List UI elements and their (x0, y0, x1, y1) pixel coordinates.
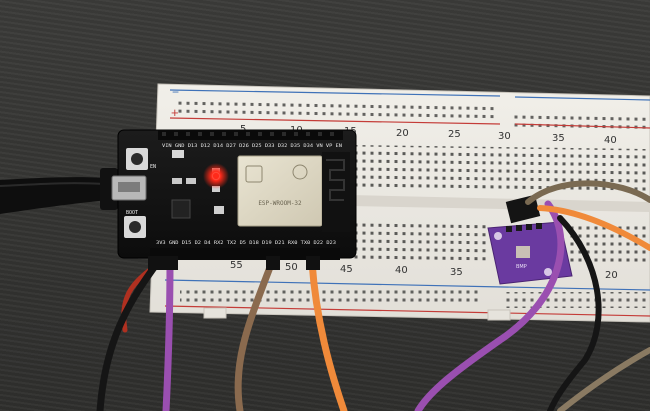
bb-bottom-number: 45 (340, 264, 353, 275)
top-pin-labels: VIN GND D13 D12 D14 D27 D26 D25 D33 D32 … (162, 143, 342, 149)
bb-top-number: 25 (448, 129, 461, 140)
en-button (131, 153, 143, 165)
bb-bottom-number: 40 (395, 265, 408, 276)
boot-button (129, 221, 141, 233)
jumper-wires (96, 180, 650, 411)
bb-top-number: 35 (552, 133, 565, 144)
boot-button-label: BOOT (126, 210, 138, 216)
bb-bottom-number: 35 (450, 267, 463, 278)
rail-minus-symbol: − (172, 85, 179, 99)
bb-bottom-number: 20 (605, 270, 618, 281)
bb-top-number: 20 (396, 128, 409, 139)
bb-bottom-number: 50 (285, 262, 298, 273)
sensor-label: BMP (516, 264, 527, 270)
usb-cable (0, 168, 118, 214)
esp32-board: ESP-WROOM-32 (111, 129, 357, 260)
bb-top-number: 40 (604, 135, 617, 146)
power-led (212, 172, 220, 180)
module-chip-label: ESP-WROOM-32 (258, 200, 302, 207)
rail-plus-symbol: + (171, 105, 179, 120)
sensor-module: BMP (487, 221, 573, 285)
bottom-pin-labels: 3V3 GND D15 D2 D4 RX2 TX2 D5 D18 D19 D21… (156, 240, 336, 246)
en-button-label: EN (150, 164, 156, 170)
bb-top-number: 30 (498, 131, 511, 142)
bb-bottom-number: 55 (230, 260, 243, 271)
